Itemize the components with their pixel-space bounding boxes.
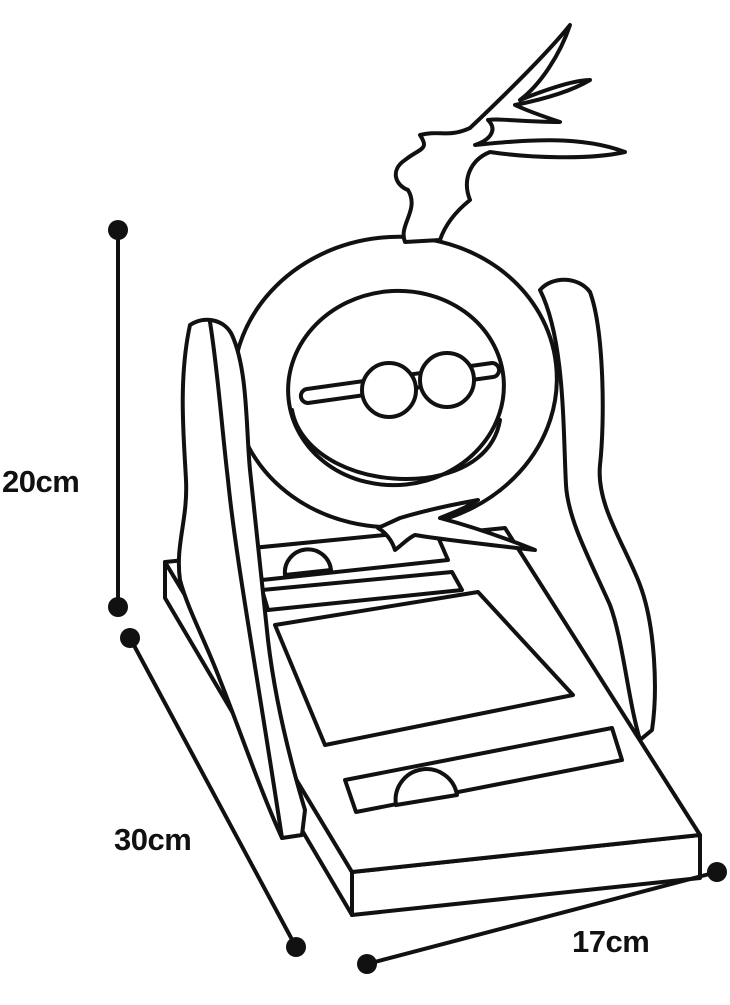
height-dot-top (108, 220, 128, 240)
wheel-inner-bevel (290, 408, 502, 481)
top-feather-decoration (393, 23, 627, 244)
width-dot-left (357, 954, 377, 974)
center-slide-panel (273, 590, 575, 747)
abacus-bead-right (418, 351, 476, 409)
depth-label: 30cm (114, 822, 192, 857)
width-dimension-line (365, 870, 719, 966)
front-ball (393, 767, 459, 807)
rear-ball (282, 547, 333, 577)
dimension-markers (108, 220, 727, 974)
height-label: 20cm (2, 464, 80, 499)
width-label: 17cm (572, 924, 650, 959)
depth-dot-bottom (286, 937, 306, 957)
rotating-wheel (231, 234, 559, 530)
bottom-feather-decoration (376, 498, 537, 552)
height-dot-bottom (108, 597, 128, 617)
abacus-bead-left (360, 361, 418, 419)
left-upright-edge (208, 320, 284, 840)
width-dot-right (707, 862, 727, 882)
depth-dot-top (120, 628, 140, 648)
depth-dimension-line (128, 636, 298, 949)
right-upright (538, 277, 657, 742)
